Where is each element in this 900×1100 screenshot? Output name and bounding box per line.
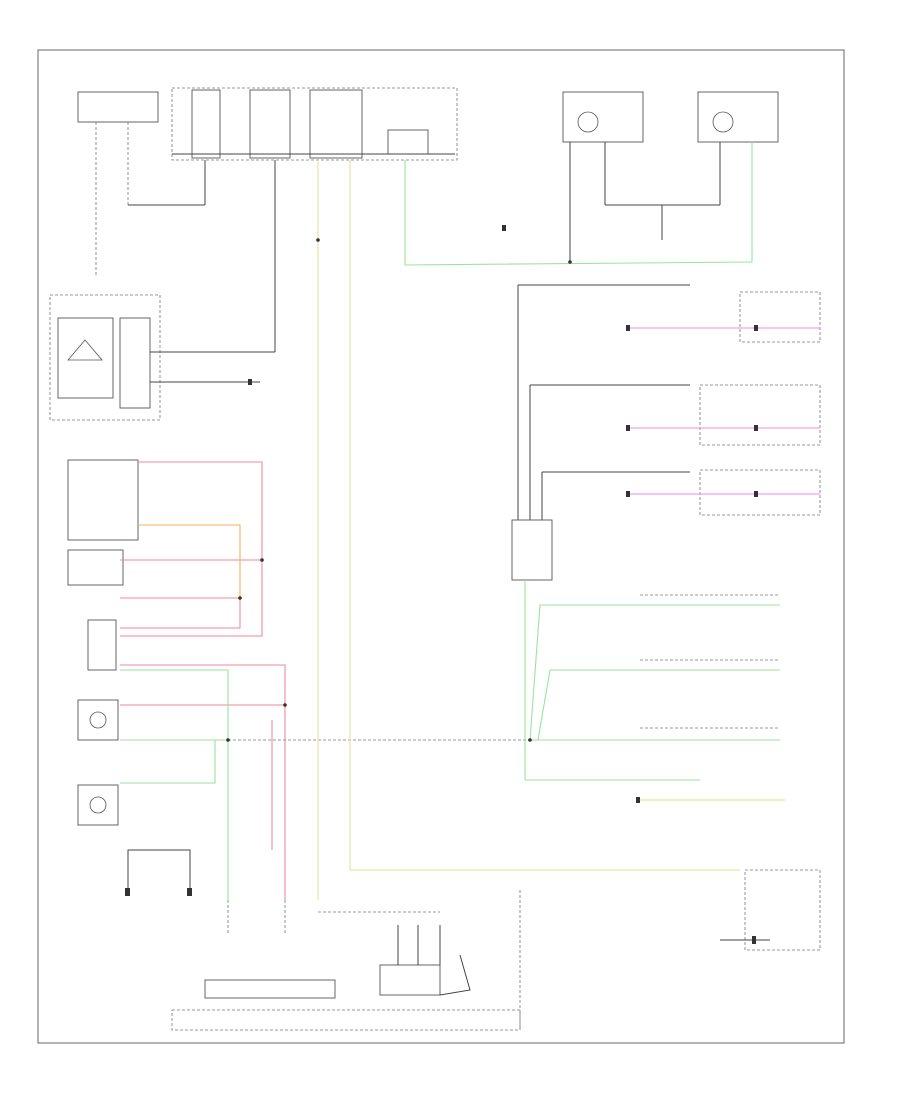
switch-unit-4 [77, 699, 119, 741]
module-right-1 [562, 91, 644, 143]
red-wire-1 [120, 461, 263, 637]
bottom-center-box [379, 964, 441, 996]
bottom-center-unit [171, 890, 521, 1031]
fuse-box-group [171, 87, 458, 161]
connector-pin [754, 491, 758, 497]
top-left-unit [77, 91, 206, 275]
junction-dot [283, 703, 287, 707]
junction-dot [226, 738, 230, 742]
red-wire-3 [120, 597, 241, 629]
orange-wire [138, 524, 241, 600]
switch-unit-3 [87, 619, 117, 671]
connector-pin [502, 225, 506, 231]
connector-pin [187, 888, 192, 896]
fuse-block-c [309, 89, 363, 159]
bottom-left-box [204, 979, 336, 999]
junction-dot [528, 738, 532, 742]
connector-pin [752, 936, 756, 944]
bottom-right-switch [720, 869, 821, 951]
switch-unit-5-symbol [89, 796, 107, 814]
connector-pin [636, 797, 640, 803]
connector-pin [248, 379, 252, 385]
right-panel-1 [739, 291, 821, 343]
top-left-unit-box [77, 91, 159, 123]
left-sensor-symbol [67, 339, 103, 361]
switch-unit-4-symbol [89, 711, 107, 729]
diagram-frame [37, 49, 845, 1044]
connector-pins [125, 225, 758, 944]
green-bus-top [404, 160, 753, 266]
left-sensor-block [119, 317, 151, 409]
switch-unit-5 [77, 784, 119, 826]
junction-dot [316, 238, 320, 242]
junction-dot [238, 596, 242, 600]
top-right-modules [562, 91, 779, 262]
bottom-right-switch-outline [744, 869, 821, 951]
junction-dots [226, 238, 572, 742]
green-wire-right-3 [537, 669, 780, 741]
right-panel-3 [699, 469, 821, 516]
switch-unit-1 [67, 459, 139, 541]
module-right-2 [697, 91, 779, 143]
fuse-block-d [387, 129, 429, 155]
junction-dot [260, 558, 264, 562]
bottom-center-switch [439, 954, 471, 996]
connector-pin [125, 888, 130, 896]
switch-unit-2 [67, 549, 124, 586]
connector-pin [626, 325, 630, 331]
yellow-wire-2 [349, 160, 740, 871]
green-wire-left-1 [120, 669, 229, 900]
module-right-1-symbol [577, 111, 599, 133]
left-sensor-inner [57, 317, 114, 399]
fuse-box-outline [171, 87, 458, 161]
red-wire-4 [120, 664, 286, 900]
left-bottom-wire [127, 849, 191, 895]
left-sensor-outline [49, 294, 161, 421]
connector-pin [626, 425, 630, 431]
green-wire-left-3 [120, 740, 216, 784]
left-lower-units [67, 459, 139, 826]
right-switch-panels [517, 284, 821, 520]
right-panel-2 [699, 384, 821, 446]
junction-dot [568, 260, 572, 264]
left-sensor-unit [49, 160, 276, 421]
module-right-2-symbol [712, 111, 734, 133]
connector-pin [626, 491, 630, 497]
fuse-block-a [191, 89, 221, 159]
bottom-module-outline [171, 1009, 521, 1031]
fuse-block-b [249, 89, 291, 159]
right-mid-connector [511, 519, 553, 581]
connector-pin [754, 325, 758, 331]
green-wire-right-2 [529, 604, 780, 741]
connector-pin [754, 425, 758, 431]
